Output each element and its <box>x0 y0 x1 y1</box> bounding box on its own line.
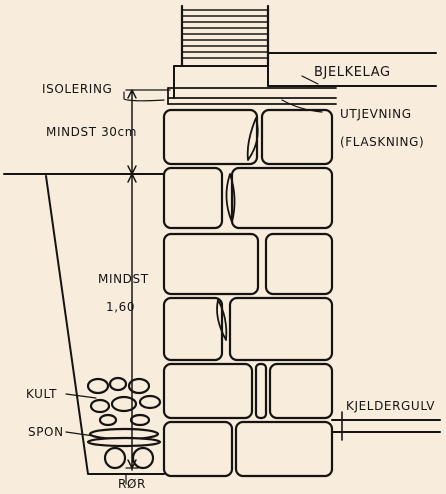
kult-stone <box>89 398 111 414</box>
kult-stone <box>98 413 118 427</box>
dimension-lines <box>125 89 171 471</box>
label-kult: KULT <box>26 387 57 401</box>
stone <box>162 420 234 478</box>
label-bjelkelag: BJELKELAG <box>314 65 391 80</box>
stone <box>162 108 259 166</box>
label-mindst-value: 1,60 <box>106 300 135 314</box>
stone <box>234 420 334 478</box>
kult-stone <box>138 394 162 410</box>
stone <box>162 296 224 362</box>
kult-stone <box>108 376 128 392</box>
stone-wall <box>162 108 334 478</box>
label-spon: SPON <box>28 425 64 439</box>
label-kjeldergulv: KJELDERGULV <box>346 399 435 413</box>
label-utjevning: UTJEVNING <box>340 107 412 121</box>
spon-layer <box>86 436 162 448</box>
label-mindst: MINDST <box>98 272 149 286</box>
beam-layer <box>167 52 437 105</box>
stone <box>228 296 334 362</box>
basement-floor <box>331 411 441 441</box>
kult-stone <box>110 395 138 413</box>
stone <box>162 166 224 230</box>
label-mindst-30: MINDST 30cm <box>46 125 137 139</box>
drainage-fill <box>86 376 162 470</box>
kult-stone <box>129 413 151 427</box>
stone <box>268 362 334 420</box>
kult-stone <box>127 377 151 395</box>
stone <box>162 232 260 296</box>
drain-pipe <box>103 446 127 470</box>
label-flaskning: (FLASKNING) <box>340 135 424 149</box>
stone <box>230 166 334 230</box>
kult-stone <box>86 377 110 395</box>
leader-lines <box>65 75 323 485</box>
stone <box>260 108 334 166</box>
wooden-wall <box>180 4 270 68</box>
label-ror: RØR <box>118 477 146 491</box>
drain-pipe <box>131 446 155 470</box>
stone <box>162 362 254 420</box>
stone <box>254 362 268 420</box>
stone <box>264 232 334 296</box>
label-isolering: ISOLERING <box>42 82 112 96</box>
